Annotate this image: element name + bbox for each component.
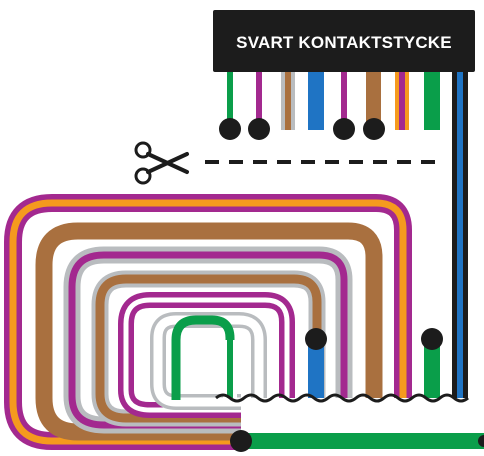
top-wire-white-magenta [337,72,351,130]
top-wire-magenta [252,72,266,130]
top-wire-blue [308,72,324,130]
loop-magenta-grey [63,246,353,434]
loop-magenta-white [118,292,295,418]
loop-brown-grey [91,270,326,427]
top-wire-white-brown [281,72,295,130]
top-dot [363,118,385,140]
bottom-junction-dot [230,430,252,452]
top-dot [219,118,241,140]
loop-green-grey [150,312,267,410]
bottom-dot-blue [305,328,327,350]
top-wire-black-blue [452,72,468,398]
top-wire-white-green [223,72,237,130]
bottom-green-cable [230,430,484,452]
cut-marker [134,141,440,185]
bottom-wire-blue [308,340,324,398]
right-edge-dot [478,435,484,447]
loop-orange-magenta [4,194,412,450]
bottom-dot-green [421,328,443,350]
connector-label: SVART KONTAKTSTYCKE [236,33,452,52]
top-wires [219,72,468,398]
top-wire-brown [366,72,381,130]
bottom-wire-green [424,340,440,398]
top-wire-green [424,72,440,130]
bottom-wires [223,328,443,398]
wavy-cut-line [215,393,469,403]
connector-body [213,10,475,72]
top-dot [333,118,355,140]
top-dot [248,118,270,140]
wire-loops [4,194,412,450]
connector-block: SVART KONTAKTSTYCKE [213,10,475,72]
loop-brown [35,222,383,441]
loop-green-inner [171,315,235,400]
scissors-icon [134,141,189,185]
bottom-wire-white-green [223,340,237,398]
top-wire-white-orange [395,72,409,130]
